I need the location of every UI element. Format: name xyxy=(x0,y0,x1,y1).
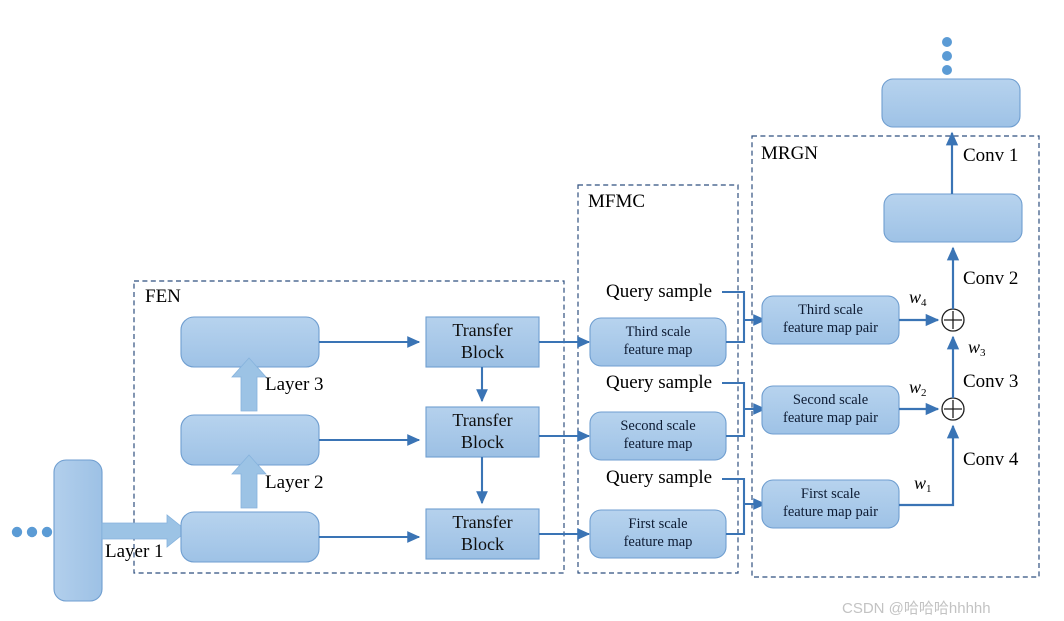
sum-node-upper xyxy=(941,308,965,332)
pair-box-first-label: First scale feature map pair xyxy=(782,486,878,520)
feature-map-third-label: Third scale feature map xyxy=(623,324,693,358)
bracket-third-fm xyxy=(726,320,746,344)
mrgn-flow-arrows xyxy=(899,131,960,507)
mfmc-boundary xyxy=(577,184,739,574)
conv3-label: Conv 3 xyxy=(963,371,1019,392)
weight-w1-label: w1 xyxy=(914,473,932,495)
input-block-group xyxy=(11,459,103,602)
transfer-block-2-label: Transfer Block xyxy=(452,410,513,452)
conv2-label: Conv 2 xyxy=(963,268,1019,289)
weight-w3-subscript: 3 xyxy=(980,347,986,360)
bracket-third-query xyxy=(722,290,746,320)
layer2-block-arrow xyxy=(231,454,267,509)
bracket-second-query xyxy=(722,381,746,409)
input-ellipsis-dot-1 xyxy=(11,526,23,538)
watermark-text: CSDN @哈哈哈hhhhh xyxy=(842,600,991,617)
weight-w4-label: w4 xyxy=(909,287,927,309)
layer1-block-arrow xyxy=(101,514,188,548)
arrow-w1-elbow-to-sum-lower xyxy=(899,424,960,507)
transfer-block-1 xyxy=(425,508,540,560)
transfer-block-2 xyxy=(425,406,540,458)
bracket-first-fm xyxy=(726,504,746,536)
layer1-label: Layer 1 xyxy=(105,541,164,562)
vertical-ellipsis-dot-3 xyxy=(942,65,952,75)
sum-node-lower xyxy=(941,397,965,421)
output-block-mid xyxy=(883,193,1023,243)
fen-boundary xyxy=(133,280,565,574)
weight-w3-label: w3 xyxy=(968,337,986,359)
output-block-top xyxy=(881,78,1021,128)
mrgn-boundary xyxy=(751,135,1040,578)
mfmc-feature-map-boxes xyxy=(589,317,727,559)
pair-box-second-label: Second scale feature map pair xyxy=(782,392,878,426)
weight-w2-subscript: 2 xyxy=(921,387,927,400)
feature-map-first-label: First scale feature map xyxy=(623,516,693,550)
query-sample-first-label: Query sample xyxy=(606,467,713,488)
weight-w2-symbol: w xyxy=(909,377,922,397)
vertical-ellipsis-dot-1 xyxy=(942,37,952,47)
vertical-ellipsis-dot-2 xyxy=(942,51,952,61)
input-block xyxy=(53,459,103,602)
group-boundaries xyxy=(133,135,1040,578)
fen-backbone-blocks xyxy=(180,316,320,563)
mfmc-to-mrgn-brackets xyxy=(722,290,767,536)
input-ellipsis-dot-2 xyxy=(26,526,38,538)
input-ellipsis-dot-3 xyxy=(41,526,53,538)
mrgn-output-blocks xyxy=(881,37,1023,243)
transfer-blocks xyxy=(425,316,540,560)
mrgn-group-label: MRGN xyxy=(761,143,819,164)
conv4-label: Conv 4 xyxy=(963,449,1019,470)
query-sample-third-label: Query sample xyxy=(606,281,713,302)
fen-block-1 xyxy=(180,511,320,563)
weight-w3-symbol: w xyxy=(968,337,981,357)
transfer-block-1-label: Transfer Block xyxy=(452,512,513,554)
conv1-label: Conv 1 xyxy=(963,145,1019,166)
bracket-first-query xyxy=(722,477,746,504)
mfmc-group-label: MFMC xyxy=(588,191,646,212)
transfer-to-mfmc-arrows xyxy=(539,336,591,540)
transfer-block-3-label: Transfer Block xyxy=(452,320,513,362)
layer2-label: Layer 2 xyxy=(265,472,324,493)
query-sample-second-label: Query sample xyxy=(606,372,713,393)
weight-w4-symbol: w xyxy=(909,287,922,307)
weight-w1-subscript: 1 xyxy=(926,483,932,496)
weight-w4-subscript: 4 xyxy=(921,297,927,310)
bracket-second-fm xyxy=(726,409,746,438)
feature-map-second-label: Second scale feature map xyxy=(620,418,696,452)
layer-block-arrows xyxy=(231,357,267,509)
layer3-label: Layer 3 xyxy=(265,374,324,395)
fen-to-transfer-arrows xyxy=(319,336,421,543)
mrgn-pair-boxes xyxy=(761,295,900,529)
weight-w2-label: w2 xyxy=(909,377,927,399)
weight-w1-symbol: w xyxy=(914,473,927,493)
layer3-block-arrow xyxy=(231,357,267,412)
fen-group-label: FEN xyxy=(145,286,181,307)
pair-box-third-label: Third scale feature map pair xyxy=(782,302,878,336)
